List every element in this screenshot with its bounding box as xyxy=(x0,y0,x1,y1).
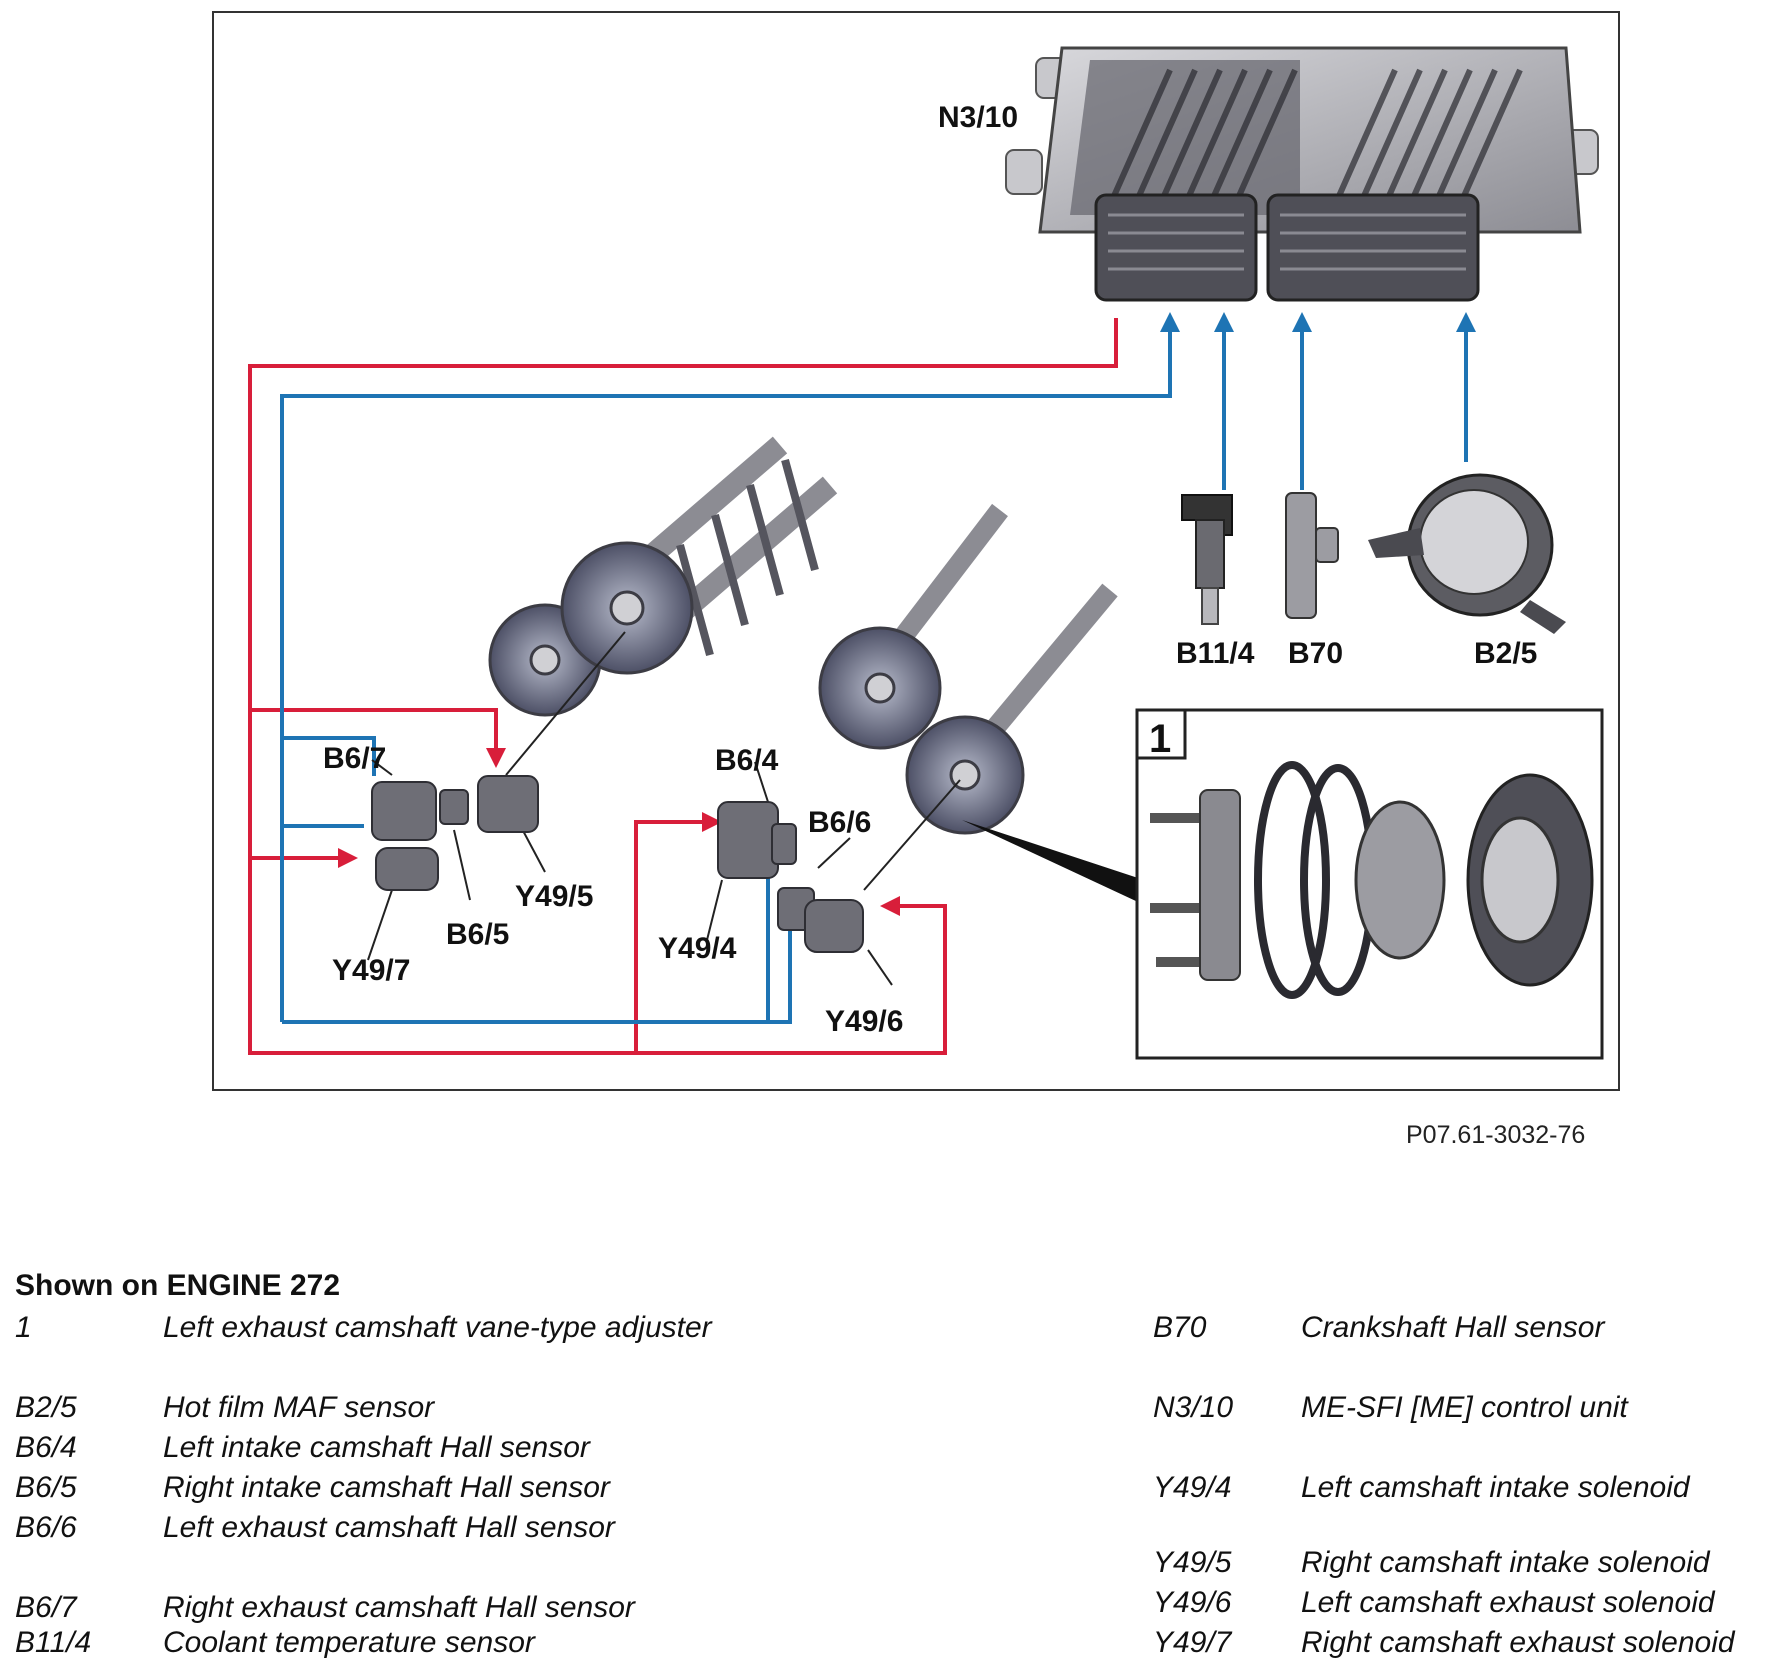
legend-code: N3/10 xyxy=(1153,1391,1234,1424)
label-inset-1: 1 xyxy=(1149,717,1171,761)
camshafts-right-bank xyxy=(488,436,838,717)
output-line-y49-5 xyxy=(250,708,506,768)
legend-text: Left camshaft intake solenoid xyxy=(1301,1471,1690,1504)
ecu-n3-10 xyxy=(1005,46,1599,302)
label-b2-5: B2/5 xyxy=(1474,637,1537,670)
legend-text: Right intake camshaft Hall sensor xyxy=(163,1471,610,1504)
camshafts-left-bank xyxy=(818,503,1118,835)
coolant-sensor-b11-4 xyxy=(1181,494,1233,625)
legend-text: Left exhaust camshaft vane-type adjuster xyxy=(163,1311,712,1344)
legend-code: B70 xyxy=(1153,1311,1207,1344)
label-b6-4: B6/4 xyxy=(715,744,779,777)
legend-text: Left camshaft exhaust solenoid xyxy=(1301,1586,1715,1619)
label-y49-5: Y49/5 xyxy=(515,880,593,913)
label-b6-5: B6/5 xyxy=(446,918,509,951)
right-bank-solenoids xyxy=(371,775,539,891)
legend-heading: Shown on ENGINE 272 xyxy=(15,1269,341,1302)
label-b11-4: B11/4 xyxy=(1176,637,1255,670)
legend-code: B2/5 xyxy=(15,1391,77,1424)
legend-code: B6/7 xyxy=(15,1591,77,1624)
legend-text: Hot film MAF sensor xyxy=(163,1391,435,1424)
leader-lines xyxy=(367,631,961,986)
label-y49-6: Y49/6 xyxy=(825,1005,903,1038)
legend-code: Y49/6 xyxy=(1153,1586,1232,1619)
crankshaft-sensor-b70 xyxy=(1285,492,1339,619)
legend-code: Y49/5 xyxy=(1153,1546,1232,1579)
input-line-b6-4-b6-6 xyxy=(282,912,792,1024)
label-n3-10: N3/10 xyxy=(938,101,1018,134)
legend-text: Right camshaft intake solenoid xyxy=(1301,1546,1710,1579)
label-y49-4: Y49/4 xyxy=(658,932,737,965)
label-y49-7: Y49/7 xyxy=(332,954,410,987)
legend-text: Right exhaust camshaft Hall sensor xyxy=(163,1591,635,1624)
maf-sensor-b2-5 xyxy=(1368,473,1566,634)
legend-code: B6/4 xyxy=(15,1431,77,1464)
legend-text: Coolant temperature sensor xyxy=(163,1626,535,1659)
legend-text: Crankshaft Hall sensor xyxy=(1301,1311,1605,1344)
output-line-right-solenoids xyxy=(248,318,1118,1055)
input-line-hall-sensors xyxy=(280,312,1180,1022)
legend-code: B6/5 xyxy=(15,1471,77,1504)
legend-code: 1 xyxy=(15,1311,32,1344)
output-line-y49-4 xyxy=(634,812,722,1053)
legend-code: B11/4 xyxy=(15,1626,92,1659)
legend-code: Y49/7 xyxy=(1153,1626,1232,1659)
legend-text: ME-SFI [ME] control unit xyxy=(1301,1391,1628,1424)
legend-text: Left intake camshaft Hall sensor xyxy=(163,1431,590,1464)
legend-text: Left exhaust camshaft Hall sensor xyxy=(163,1511,615,1544)
figure-code: P07.61-3032-76 xyxy=(1406,1121,1585,1149)
label-b6-6: B6/6 xyxy=(808,806,871,839)
label-b6-7: B6/7 xyxy=(323,742,386,775)
legend-text: Right camshaft exhaust solenoid xyxy=(1301,1626,1735,1659)
label-b70: B70 xyxy=(1288,637,1343,670)
inset-vane-adjuster xyxy=(962,708,1604,1060)
legend-code: Y49/4 xyxy=(1153,1471,1232,1504)
legend-code: B6/6 xyxy=(15,1511,77,1544)
left-bank-solenoids xyxy=(717,801,864,953)
input-line-b6-7 xyxy=(282,736,376,776)
